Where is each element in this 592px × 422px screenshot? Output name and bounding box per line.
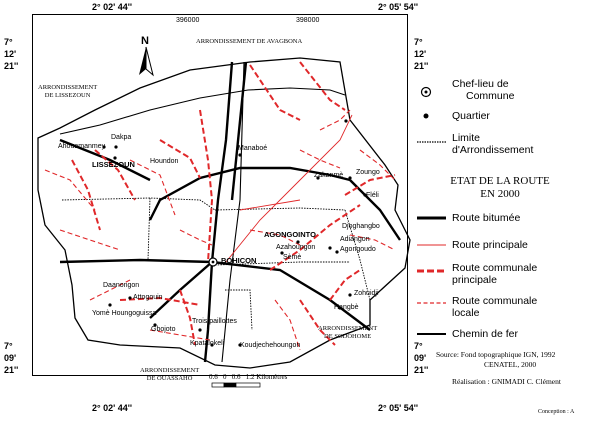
lat-bottom-left: 7°09'21'' [4, 341, 19, 375]
route-bitumee-lines [59, 61, 401, 363]
conception-text: Conception : A [538, 409, 575, 415]
arr-avagbona: ARRONDISSEMENT DE AVAGBONA [196, 38, 303, 45]
place-agongointo: AGONGOINTO [264, 230, 316, 239]
scale-labels: 0.6 0 0.6 1.2 Kilomètres [209, 373, 288, 381]
coord-bottom-right: 2° 05' 54'' [378, 403, 419, 413]
north-label: N [141, 35, 149, 47]
quartier-dots [102, 119, 367, 347]
legend-quartier: Quartier [452, 110, 490, 122]
place-seme: Sèmè [283, 254, 302, 261]
north-arrow-icon [139, 46, 154, 77]
chef-lieu-symbol [208, 257, 218, 267]
coord-top-left: 2° 02' 44'' [92, 2, 133, 12]
place-ahouamanmey: Ahouamanmey [58, 143, 106, 150]
place-yome-houngoguissa: Yomè Houngoguissa [92, 310, 157, 317]
utm-label-398000: 398000 [296, 17, 320, 24]
scale-bar [211, 382, 261, 388]
legend-route-principale: Route principale [452, 239, 528, 251]
place-daanongon: Daanongon [103, 282, 140, 289]
realisation-text: Réalisation : GNIMADI C. Clément [452, 377, 561, 386]
place-azahoungon: Azahoungon [276, 244, 316, 251]
place-lissezoun: LISSEZOUN [92, 160, 135, 169]
place-adiangon: Adiangon [340, 236, 370, 243]
coord-top-right: 2° 05' 54'' [378, 2, 419, 12]
place-gbojoto: Gbojoto [151, 326, 176, 333]
place-djoghangbo: Djoghangbo [342, 223, 380, 230]
place-zakanme: Zakanmè [314, 172, 344, 179]
lat-top-right: 7°12'21'' [414, 37, 429, 71]
place-zoungo: Zoungo [356, 169, 380, 176]
chemin-de-fer [59, 61, 346, 363]
place-trois-paillottes: Trois paillottes [192, 318, 237, 325]
commune-boundary [37, 57, 411, 369]
place-dakpa: Dakpa [111, 134, 132, 141]
place-hangbe: Hangbè [334, 304, 359, 311]
route-communale-locale-lines [44, 109, 396, 351]
place-zohuidji: Zohuidji [354, 290, 379, 297]
place-koudjechehoungon: Koudjechehoungon [240, 342, 301, 349]
legend-chemin-de-fer: Chemin de fer [452, 328, 518, 340]
place-fleli: Fléli [366, 192, 379, 199]
map-frame [32, 14, 408, 376]
place-manaboe: Manaboé [238, 145, 268, 152]
utm-label-396000: 396000 [176, 17, 200, 24]
lat-bottom-right: 7°09'21'' [414, 341, 429, 375]
place-bohicon: BOHICON [221, 256, 257, 265]
place-agongoudo: Agongoudo [340, 246, 376, 253]
legend-route-bitumee: Route bitumée [452, 212, 521, 224]
lat-top-left: 7°12'21'' [4, 37, 19, 71]
coord-bottom-left: 2° 02' 44'' [92, 403, 133, 413]
place-attogouin: Attogouin [133, 294, 163, 301]
place-houndon: Houndon [150, 158, 179, 165]
legend-symbols [417, 86, 446, 335]
route-communale-principale-lines [71, 61, 396, 346]
route-principale-lines [225, 114, 353, 263]
place-kpatalokeli: Kpatalokeli [190, 340, 225, 347]
